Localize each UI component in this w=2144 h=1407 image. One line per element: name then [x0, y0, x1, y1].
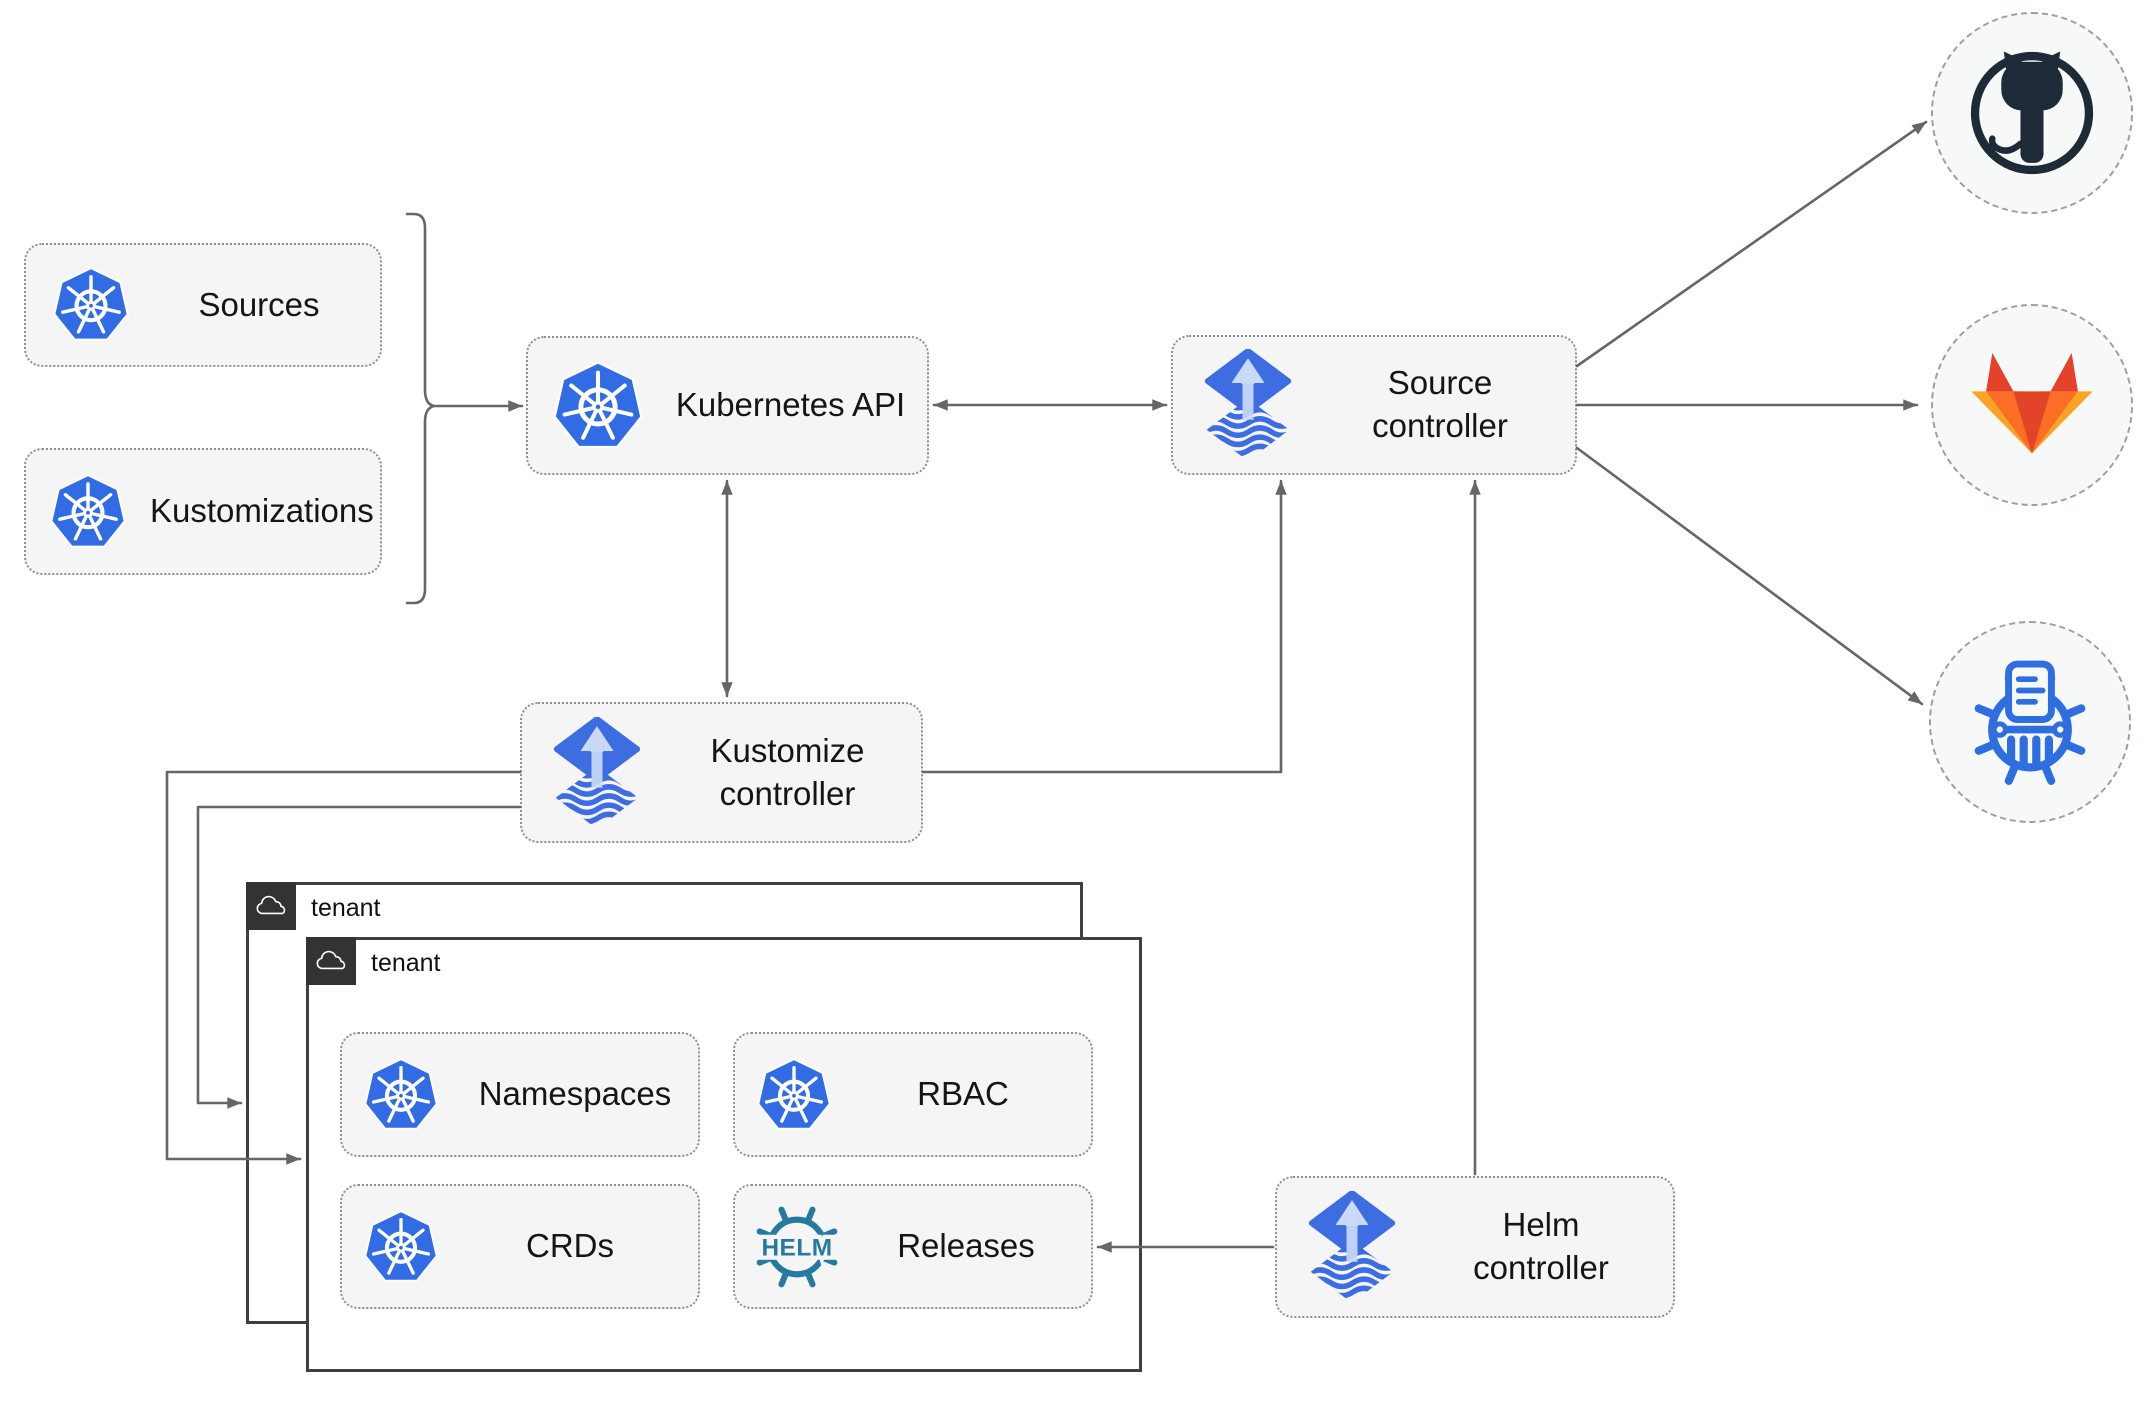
node-label: Sources: [198, 285, 320, 323]
endpoint-github: [1931, 12, 2133, 214]
flux-icon: [1277, 1191, 1427, 1303]
edge-kustomize-to-source-controller: [921, 479, 1287, 774]
tenant-tab: [246, 882, 296, 930]
node-helm-controller: Helm controller: [1275, 1176, 1675, 1318]
edge-source-controller-chartmuseum: [1575, 446, 1924, 706]
gitlab-icon: [1971, 352, 2093, 454]
node-label: Helm controller: [1473, 1206, 1609, 1286]
flux-icon: [522, 717, 672, 829]
kubernetes-icon: [26, 474, 150, 550]
node-source-controller: Source controller: [1171, 335, 1577, 475]
kubernetes-icon: [342, 1058, 460, 1132]
chartmuseum-icon: [1974, 660, 2086, 785]
kubernetes-icon: [735, 1058, 853, 1132]
node-sources: Sources: [24, 243, 382, 367]
node-crds: CRDs: [340, 1184, 700, 1309]
node-kustomize-controller: Kustomize controller: [520, 702, 923, 843]
node-label: Namespaces: [478, 1075, 672, 1113]
helm-logo-text: HELM: [761, 1234, 832, 1261]
node-label: RBAC: [917, 1075, 1009, 1113]
node-namespaces: Namespaces: [340, 1032, 700, 1157]
node-releases: HELM Releases: [733, 1184, 1093, 1309]
tenant-label: tenant: [371, 949, 441, 977]
brace-sources-kustomizations: [405, 212, 436, 605]
flux-icon: [1173, 349, 1323, 461]
helm-icon: HELM: [735, 1200, 859, 1294]
node-label: Kustomizations: [150, 492, 374, 530]
node-kubernetes-api: Kubernetes API: [526, 336, 929, 475]
kubernetes-icon: [342, 1210, 460, 1284]
tenant-tab: [306, 937, 356, 985]
endpoint-gitlab: [1931, 304, 2133, 506]
kubernetes-icon: [528, 361, 668, 451]
node-rbac: RBAC: [733, 1032, 1093, 1157]
node-label: Source controller: [1372, 364, 1508, 444]
cloud-icon: [255, 894, 287, 918]
cloud-icon: [315, 949, 347, 973]
node-kustomizations: Kustomizations: [24, 448, 382, 575]
node-label: Releases: [897, 1227, 1035, 1265]
tenant-label: tenant: [311, 894, 381, 922]
endpoint-chartmuseum: [1929, 621, 2131, 823]
node-label: Kubernetes API: [675, 386, 906, 424]
edge-source-controller-github: [1575, 120, 1928, 368]
node-label: Kustomize controller: [710, 731, 865, 812]
github-icon: [1970, 51, 2094, 175]
kubernetes-icon: [26, 267, 156, 343]
node-label: CRDs: [526, 1227, 614, 1265]
